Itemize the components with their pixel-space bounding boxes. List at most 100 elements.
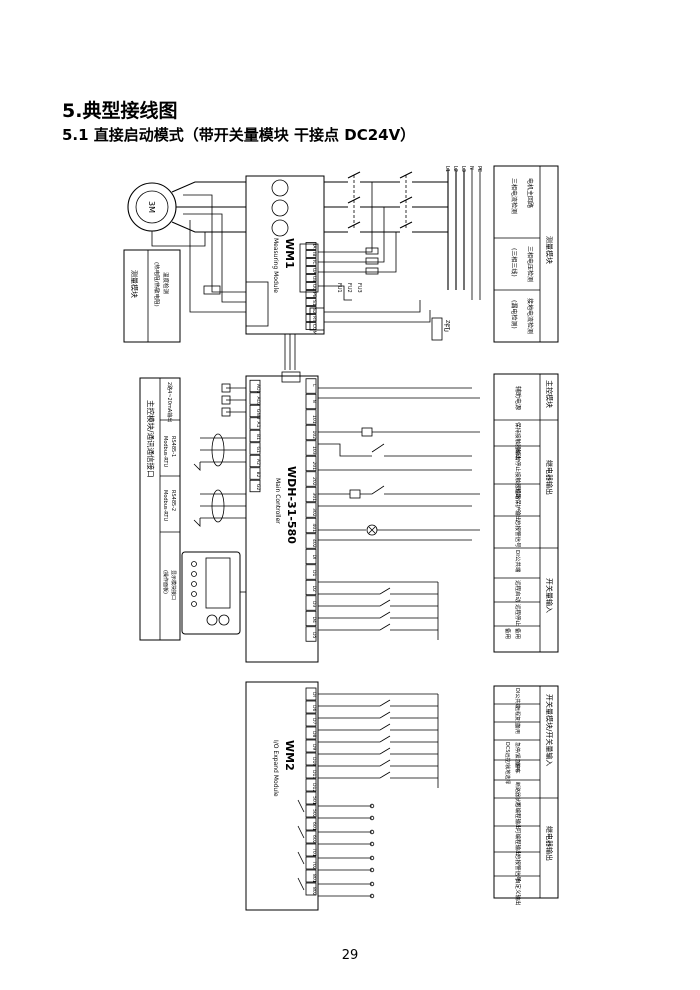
- left-comm-title: 主控模块/通讯通信接口: [146, 400, 156, 478]
- rt1-row4: 接地电流检测: [526, 298, 534, 334]
- left-measure-title: 测量模块: [130, 270, 139, 298]
- wm1-terminal-label: UC: [311, 284, 317, 290]
- svg-text:ZCT: ZCT: [444, 320, 450, 331]
- rt3-di6: 断路器状态: [514, 782, 521, 807]
- analog-outputs: [221, 383, 246, 417]
- zero-sequence-ct: ZCT: [324, 300, 450, 341]
- left-comm-a: 2路4~20mA输出: [166, 382, 173, 422]
- wm2-terminal-label: 501: [311, 796, 317, 805]
- wm2-terminal-cell: [305, 739, 317, 753]
- wm1-terminal-label: IC: [311, 260, 317, 264]
- svg-text:FU1: FU1: [336, 283, 342, 293]
- main-terminal-right-label: DI: [311, 555, 317, 560]
- rt2-di0: DI公共端: [514, 550, 522, 573]
- wm2-terminal-label: D10: [311, 757, 317, 766]
- main-terminal-right-cell: [305, 378, 317, 394]
- main-terminal-right-cell: [305, 424, 317, 441]
- relay-outputs: [318, 427, 480, 541]
- main-terminal-left-cell: [249, 392, 261, 405]
- wm2-terminal-cell: [305, 791, 317, 805]
- left-display-b: (操作面板): [162, 570, 169, 594]
- main-terminal-right-cell: [305, 533, 317, 549]
- right-table-wm2: 开关量模块/开关量输入 DI公共端 远程复位 备用 急停/紧急停车 DCS远控/…: [493, 685, 559, 906]
- rt1-row1: 三相电流检测: [510, 178, 518, 214]
- main-terminal-right-cell: [305, 486, 317, 503]
- wm2-terminal-label: 502: [311, 809, 317, 818]
- main-terminal-left-label: A1: [255, 422, 261, 428]
- left-measure-sub2: (热电阻/热敏电阻): [153, 262, 161, 307]
- main-terminal-right-cell: [305, 455, 317, 472]
- main-terminal-right-label: D4: [311, 617, 317, 623]
- main-terminal-right-label: 401: [311, 524, 317, 533]
- main-terminal-right-label: D1: [311, 570, 317, 576]
- rt2-di3: 备用: [514, 628, 522, 639]
- left-comm-c: Modbus-RTU: [162, 436, 168, 467]
- motor-label: 3M: [147, 201, 156, 213]
- rt2-relay1: 启动/停止接触器输出: [514, 448, 522, 499]
- aux-power: [318, 387, 480, 399]
- rt2-di-title: 开关量输入: [545, 578, 554, 613]
- wm1-terminal-cell: [305, 314, 317, 322]
- main-terminal-right-cell: [305, 610, 317, 627]
- main-terminal-right-cell: [305, 393, 317, 410]
- rt1-row5: (漏电检测): [510, 300, 518, 329]
- wm1-subtitle: Measuring Module: [272, 238, 279, 293]
- left-measure-sub1: 温度检测: [162, 272, 170, 295]
- wm1-terminal-cell: [305, 290, 317, 298]
- wm1-terminal-label: RT: [311, 316, 317, 322]
- main-terminal-right-label: 101: [311, 415, 317, 424]
- main-terminal-left-cell: [249, 479, 261, 493]
- main-terminal-left-cell: [249, 429, 261, 443]
- rt1-row0: 电机主回路: [526, 178, 534, 208]
- wm2-terminal-label: DI: [311, 692, 317, 697]
- wm2-terminal-label: 602: [311, 835, 317, 844]
- left-display-a: 显示模块接口: [170, 570, 177, 600]
- wm2-terminal-cell: [305, 778, 317, 792]
- main-terminal-right-cell: [305, 595, 317, 611]
- rt3-relay1: 可编程输出: [514, 828, 522, 856]
- main-terminal-right-cell: [305, 409, 317, 425]
- main-controller-name: WDH-31-580: [285, 466, 298, 544]
- wm1-terminal-cell: [305, 322, 317, 330]
- wm2-terminal-cell: [305, 882, 317, 896]
- voltage-fuses: FU1 FU2 FU3: [318, 182, 397, 301]
- wm2-terminal-cell: [305, 700, 317, 714]
- wm2-terminal-label: 601: [311, 822, 317, 831]
- rt3-di3: 急停/紧急停车: [514, 742, 521, 774]
- main-terminal-right-cell: [305, 548, 317, 565]
- main-terminal-right-cell: [305, 579, 317, 596]
- main-terminal-left-cell: [249, 379, 261, 393]
- rs485-2: [193, 489, 246, 527]
- wm1-module: WM1 Measuring Module: [245, 175, 325, 335]
- left-measure-label: 测量模块 温度检测 (热电阻/热敏电阻): [123, 249, 181, 343]
- main-terminal-right-cell: [305, 626, 317, 642]
- bus-bars: [447, 168, 481, 300]
- main-terminal-left-cell: [249, 442, 261, 455]
- wm2-terminal-label: D6: [311, 705, 317, 711]
- wm1-terminal-label: UA: [311, 268, 317, 275]
- wm1-main-lines: [324, 171, 448, 233]
- rt3-di5: 备用: [514, 762, 521, 772]
- module-link: [284, 334, 296, 370]
- bus-label: L3: [460, 166, 466, 172]
- rt2-di4: 备用: [504, 628, 512, 639]
- wm2-terminal-cell: [305, 804, 317, 818]
- main-terminal-left-label: A2: [255, 459, 261, 465]
- left-comm-d: RS485-2: [170, 490, 176, 511]
- main-terminal-left-label: AO1: [255, 384, 261, 394]
- rt2-relay2: 短路保护输出: [514, 488, 522, 521]
- left-comm-label: 主控模块/通讯通信接口 2路4~20mA输出 RS485-1 Modbus-RT…: [139, 377, 181, 641]
- svg-text:FU3: FU3: [356, 283, 362, 293]
- svg-text:FU2: FU2: [346, 283, 352, 293]
- wm1-terminal-label: COM: [311, 324, 317, 335]
- rt2-di2: 远程停止: [514, 604, 522, 627]
- bus-label: PE: [476, 166, 482, 172]
- rt2-title: 主控模块: [545, 380, 554, 408]
- main-terminal-right-label: N: [311, 400, 317, 403]
- wm1-terminal-label: PE: [311, 292, 317, 298]
- main-controller-subtitle: Main Controller: [274, 478, 281, 524]
- rt2-di1: 远程启动: [514, 580, 522, 603]
- wm2-terminal-cell: [305, 817, 317, 831]
- temperature-wiring: [183, 194, 246, 313]
- main-terminal-left-label: G2: [255, 484, 261, 490]
